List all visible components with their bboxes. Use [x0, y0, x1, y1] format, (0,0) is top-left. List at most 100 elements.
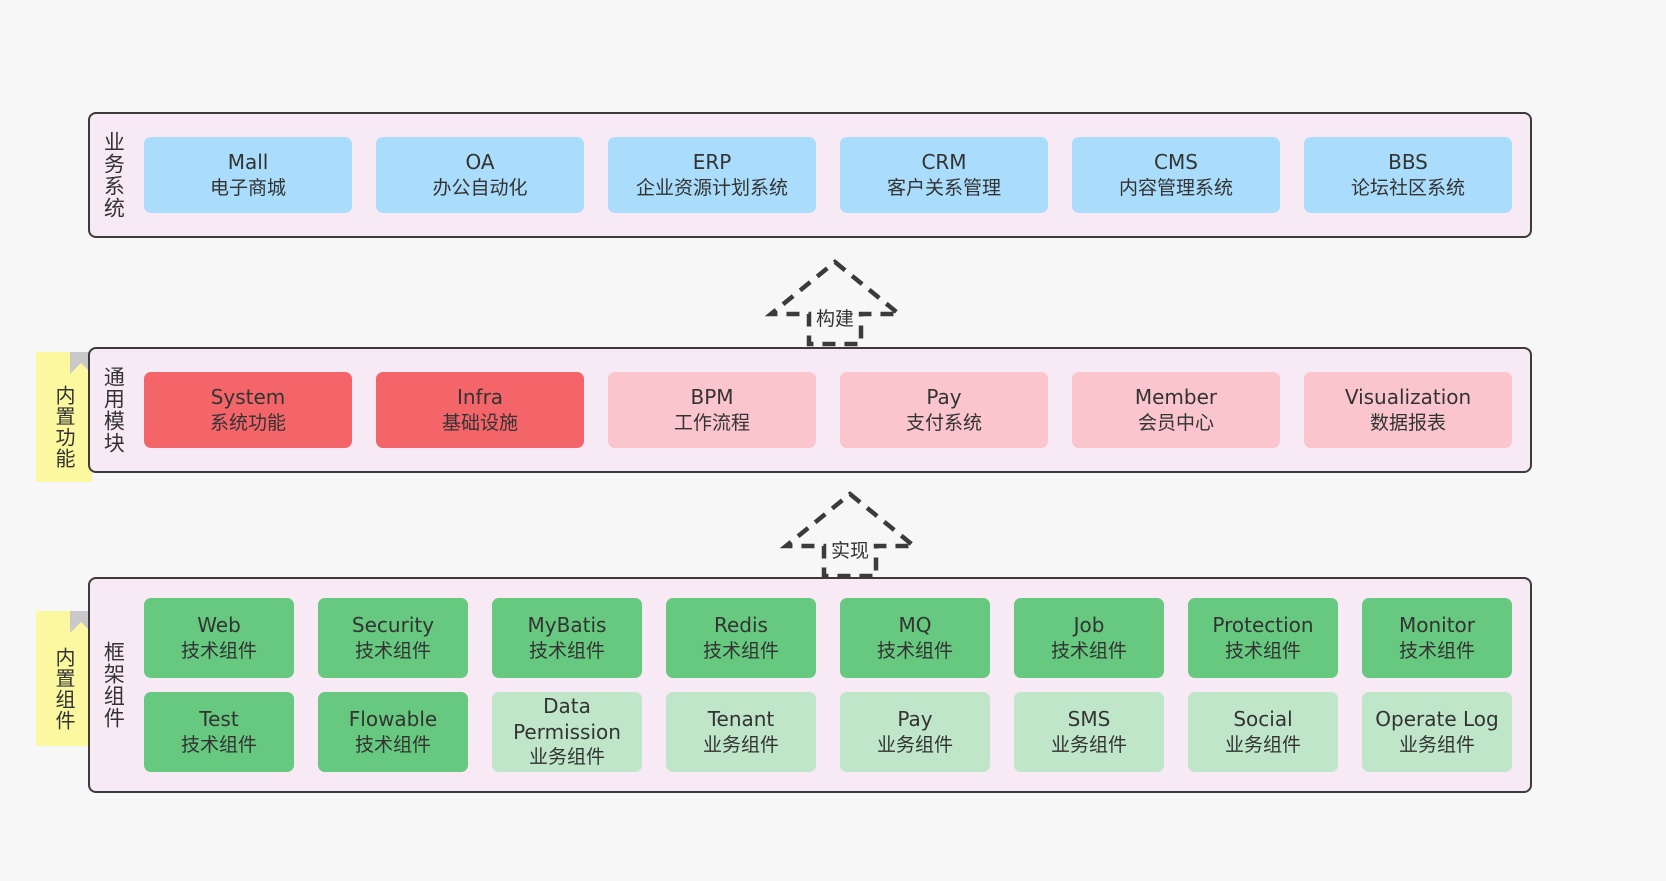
card-title: MQ [898, 613, 932, 638]
card-monitor[interactable]: Monitor 技术组件 [1362, 598, 1512, 678]
card-subtitle: 技术组件 [354, 733, 431, 756]
card-subtitle: 业务组件 [528, 746, 605, 769]
note-builtin-functions: 内置功能 [36, 352, 92, 482]
card-subtitle: 工作流程 [673, 411, 750, 434]
layer-title-business: 业务系统 [101, 131, 126, 219]
card-subtitle: 办公自动化 [432, 176, 528, 199]
card-oa[interactable]: OA 办公自动化 [376, 137, 584, 213]
card-subtitle: 业务组件 [702, 733, 779, 756]
card-title: Job [1073, 613, 1105, 638]
card-protection[interactable]: Protection 技术组件 [1188, 598, 1338, 678]
card-title: Protection [1212, 613, 1314, 638]
card-subtitle: 业务组件 [1398, 733, 1475, 756]
card-crm[interactable]: CRM 客户关系管理 [840, 137, 1048, 213]
note-builtin-components: 内置组件 [36, 611, 92, 746]
card-subtitle: 基础设施 [441, 411, 518, 434]
card-title: Data Permission [513, 694, 621, 744]
card-visualization[interactable]: Visualization 数据报表 [1304, 372, 1512, 448]
card-subtitle: 业务组件 [876, 733, 953, 756]
arrow-realize: 实现 [775, 490, 925, 580]
card-title: Infra [456, 385, 504, 410]
card-title: Security [351, 613, 435, 638]
arrow-shape [779, 491, 921, 579]
arrow-label-build: 构建 [815, 308, 855, 330]
card-mall[interactable]: Mall 电子商城 [144, 137, 352, 213]
card-subtitle: 内容管理系统 [1118, 176, 1233, 199]
card-operate-log[interactable]: Operate Log 业务组件 [1362, 692, 1512, 772]
layer-body-business: Mall 电子商城 OA 办公自动化 ERP 企业资源计划系统 CRM 客户关系… [136, 114, 1530, 236]
layer-title-common: 通用模块 [101, 366, 126, 454]
card-social[interactable]: Social 业务组件 [1188, 692, 1338, 772]
card-subtitle: 技术组件 [702, 639, 779, 662]
card-subtitle: 技术组件 [876, 639, 953, 662]
card-title: Operate Log [1375, 707, 1499, 732]
card-job[interactable]: Job 技术组件 [1014, 598, 1164, 678]
card-subtitle: 论坛社区系统 [1350, 176, 1465, 199]
card-pay[interactable]: Pay 支付系统 [840, 372, 1048, 448]
card-title: MyBatis [527, 613, 607, 638]
arrow-build: 构建 [760, 258, 910, 348]
card-title: Redis [714, 613, 768, 638]
card-subtitle: 会员中心 [1137, 411, 1214, 434]
card-mq[interactable]: MQ 技术组件 [840, 598, 990, 678]
card-subtitle: 业务组件 [1050, 733, 1127, 756]
card-title: Pay [926, 385, 962, 410]
card-subtitle: 系统功能 [209, 411, 286, 434]
card-tenant[interactable]: Tenant 业务组件 [666, 692, 816, 772]
card-mybatis[interactable]: MyBatis 技术组件 [492, 598, 642, 678]
card-web[interactable]: Web 技术组件 [144, 598, 294, 678]
card-security[interactable]: Security 技术组件 [318, 598, 468, 678]
card-title: OA [465, 150, 495, 175]
card-redis[interactable]: Redis 技术组件 [666, 598, 816, 678]
card-pay-component[interactable]: Pay 业务组件 [840, 692, 990, 772]
card-title: ERP [692, 150, 732, 175]
arrow-shape [764, 259, 906, 347]
card-row: System 系统功能 Infra 基础设施 BPM 工作流程 Pay 支付系统… [144, 372, 1512, 448]
card-erp[interactable]: ERP 企业资源计划系统 [608, 137, 816, 213]
card-title: Test [199, 707, 239, 732]
card-title: Tenant [707, 707, 775, 732]
card-subtitle: 电子商城 [209, 176, 286, 199]
card-subtitle: 技术组件 [180, 733, 257, 756]
card-title: Pay [897, 707, 933, 732]
card-infra[interactable]: Infra 基础设施 [376, 372, 584, 448]
card-subtitle: 客户关系管理 [886, 176, 1001, 199]
card-subtitle: 技术组件 [1224, 639, 1301, 662]
card-subtitle: 技术组件 [1398, 639, 1475, 662]
card-subtitle: 技术组件 [528, 639, 605, 662]
card-title: CRM [921, 150, 967, 175]
card-row: Web 技术组件 Security 技术组件 MyBatis 技术组件 Redi… [144, 598, 1512, 678]
card-title: Social [1233, 707, 1293, 732]
card-title: Monitor [1398, 613, 1476, 638]
note-label: 内置功能 [52, 385, 76, 469]
card-title: Visualization [1344, 385, 1472, 410]
card-subtitle: 技术组件 [1050, 639, 1127, 662]
layer-body-framework: Web 技术组件 Security 技术组件 MyBatis 技术组件 Redi… [136, 579, 1530, 791]
card-cms[interactable]: CMS 内容管理系统 [1072, 137, 1280, 213]
card-title: BBS [1388, 150, 1428, 175]
note-label: 内置组件 [52, 646, 76, 731]
card-subtitle: 技术组件 [354, 639, 431, 662]
card-title: BPM [690, 385, 734, 410]
layer-title-framework: 框架组件 [101, 641, 126, 729]
card-subtitle: 数据报表 [1369, 411, 1446, 434]
card-flowable[interactable]: Flowable 技术组件 [318, 692, 468, 772]
layer-body-common: System 系统功能 Infra 基础设施 BPM 工作流程 Pay 支付系统… [136, 349, 1530, 471]
card-subtitle: 企业资源计划系统 [635, 176, 788, 199]
card-title: Member [1134, 385, 1218, 410]
card-bpm[interactable]: BPM 工作流程 [608, 372, 816, 448]
card-title: CMS [1154, 150, 1198, 175]
card-subtitle: 技术组件 [180, 639, 257, 662]
card-data-permission[interactable]: Data Permission 业务组件 [492, 692, 642, 772]
card-title: System [210, 385, 286, 410]
card-row: Test 技术组件 Flowable 技术组件 Data Permission … [144, 692, 1512, 772]
layer-framework-components: 框架组件 Web 技术组件 Security 技术组件 MyBatis 技术组件… [88, 577, 1532, 793]
card-bbs[interactable]: BBS 论坛社区系统 [1304, 137, 1512, 213]
card-system[interactable]: System 系统功能 [144, 372, 352, 448]
card-member[interactable]: Member 会员中心 [1072, 372, 1280, 448]
card-title: Web [197, 613, 241, 638]
card-test[interactable]: Test 技术组件 [144, 692, 294, 772]
card-title: Flowable [348, 707, 438, 732]
card-sms[interactable]: SMS 业务组件 [1014, 692, 1164, 772]
